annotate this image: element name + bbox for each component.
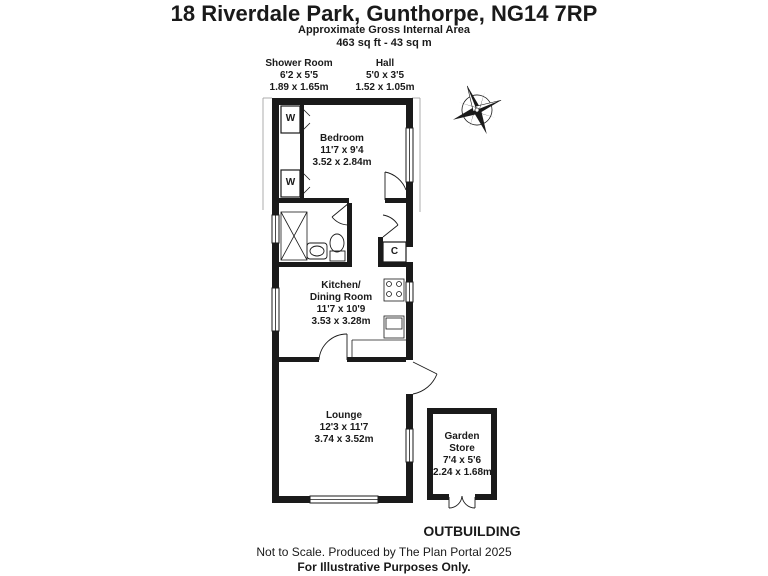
outbuilding-walls [427,408,497,500]
wardrobe-marker-top: W [285,113,296,124]
bathroom-fixtures [306,233,346,262]
shower-room-name: Shower Room [265,58,333,69]
kitchen-fittings [351,278,406,357]
shower-room-imperial: 6'2 x 5'5 [279,70,319,81]
lounge-metric: 3.74 x 3.52m [314,434,374,445]
kitchen-dining-label: Kitchen/ Dining Room 11'7 x 10'9 3.53 x … [296,280,386,328]
kitchen-name-line2: Dining Room [309,292,373,303]
garden-store-label: Garden Store 7'4 x 5'6 2.24 x 1.68m [433,431,492,479]
lounge-label: Lounge 12'3 x 11'7 3.74 x 3.52m [304,410,384,446]
footer-scale-note: Not to Scale. Produced by The Plan Porta… [256,545,512,559]
window-glazing [275,128,410,500]
outbuilding-label: OUTBUILDING [423,523,521,539]
lounge-name: Lounge [325,410,363,421]
hall-metric: 1.52 x 1.05m [355,82,415,93]
area-caption: Approximate Gross Internal Area [298,24,470,36]
lounge-imperial: 12'3 x 11'7 [319,422,369,433]
kitchen-name-line1: Kitchen/ [321,280,361,291]
shower-room-label: Shower Room 6'2 x 5'5 1.89 x 1.65m [257,58,341,94]
garden-store-name-line2: Store [449,443,475,454]
hall-label: Hall 5'0 x 3'5 1.52 x 1.05m [350,58,420,94]
garden-store-metric: 2.24 x 1.68m [433,467,492,478]
interior-walls [279,105,406,362]
wardrobe-doors [299,105,311,198]
garden-store-imperial: 7'4 x 5'6 [442,455,482,466]
cupboard-marker: C [390,246,399,257]
area-values: 463 sq ft - 43 sq m [336,37,432,49]
bedroom-name: Bedroom [320,133,364,144]
cupboard-box [382,241,407,263]
kitchen-imperial: 11'7 x 10'9 [316,304,366,315]
shower-tray [280,211,308,261]
bedroom-imperial: 11'7 x 9'4 [320,145,364,156]
wardrobe-marker-bottom: W [285,177,296,188]
kitchen-metric: 3.53 x 3.28m [311,316,371,327]
property-title: 18 Riverdale Park, Gunthorpe, NG14 7RP [170,1,598,26]
footer-disclaimer: For Illustrative Purposes Only. [297,560,471,574]
wardrobes [280,105,301,198]
hall-name: Hall [375,58,395,69]
garden-store-name-line1: Garden [444,431,480,442]
bedroom-label: Bedroom 11'7 x 9'4 3.52 x 2.84m [304,133,380,169]
shower-room-metric: 1.89 x 1.65m [269,82,329,93]
hall-imperial: 5'0 x 3'5 [365,70,405,81]
compass-rose-icon [452,85,502,135]
outbuilding-doors [448,495,476,509]
bedroom-metric: 3.52 x 2.84m [312,157,372,168]
door-swings [318,171,438,395]
